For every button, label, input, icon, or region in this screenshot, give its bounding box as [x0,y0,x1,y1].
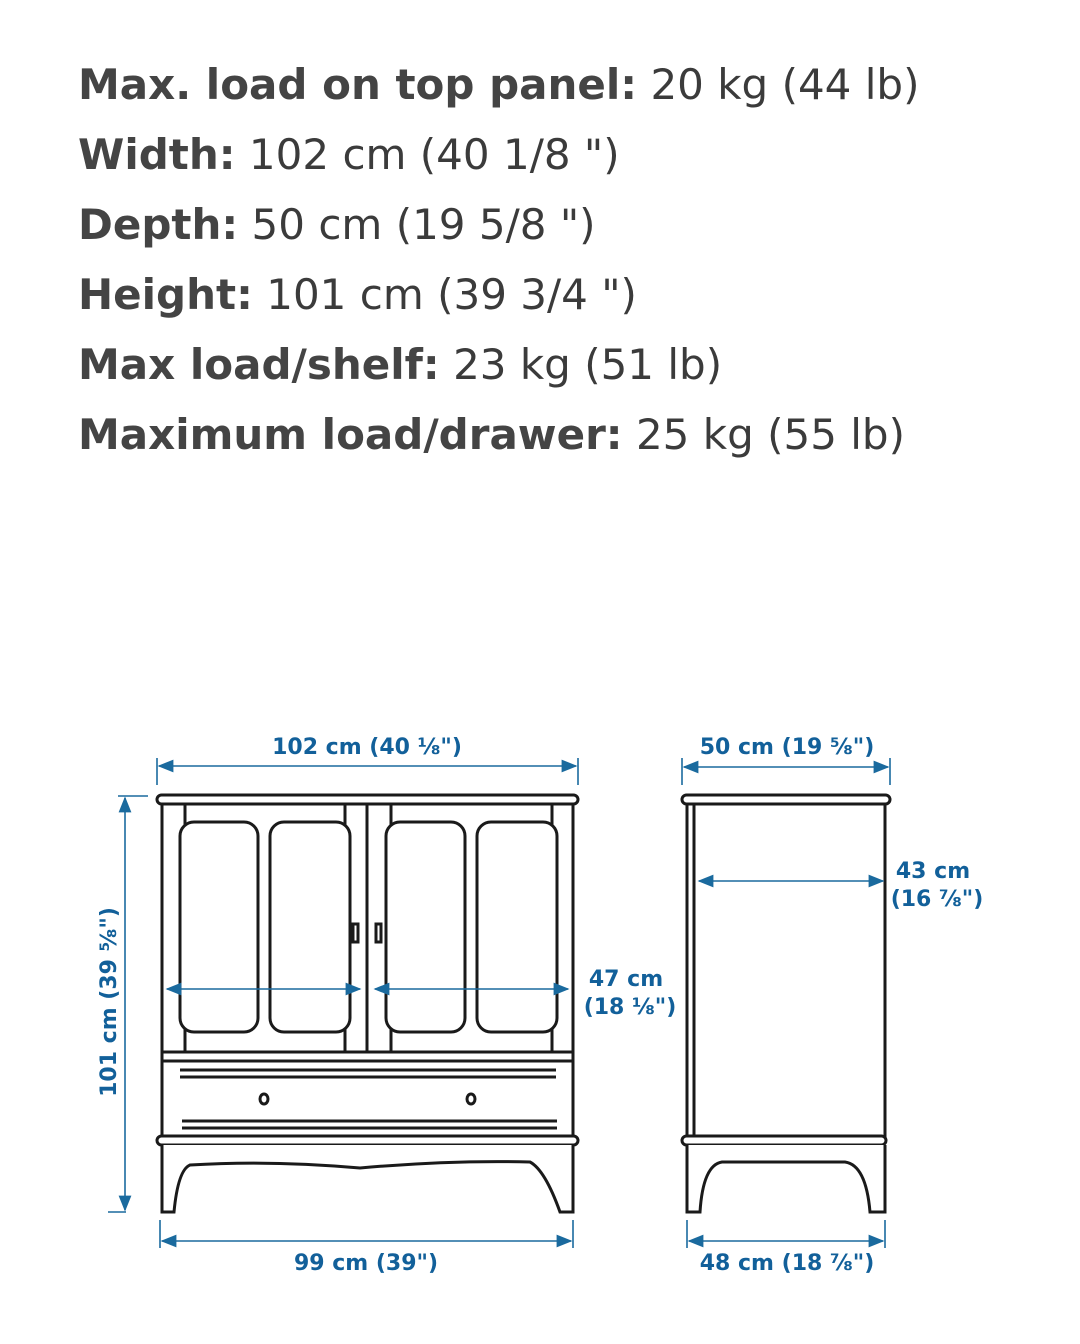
spec-label: Width: [78,130,236,179]
front-width-label: 102 cm (40 ⅛") [272,735,462,760]
spec-max-load-top: Max. load on top panel: 20 kg (44 lb) [78,50,919,120]
base-width-label: 99 cm (39") [294,1251,438,1276]
spec-width: Width: 102 cm (40 1/8 ") [78,120,919,190]
spec-label: Max. load on top panel: [78,60,638,109]
inner-width-label-imperial: (18 ⅛") [584,995,677,1020]
inner-depth-label-imperial: (16 ⅞") [891,887,984,912]
spec-value: 25 kg (55 lb) [635,410,905,459]
cabinet-front-view [155,793,580,1214]
spec-label: Depth: [78,200,239,249]
keyhole-icon [374,922,383,944]
spec-height: Height: 101 cm (39 3/4 ") [78,260,919,330]
spec-max-load-drawer: Maximum load/drawer: 25 kg (55 lb) [78,400,919,470]
spec-value: 20 kg (44 lb) [650,60,920,109]
spec-max-load-shelf: Max load/shelf: 23 kg (51 lb) [78,330,919,400]
base-depth-label: 48 cm (18 ⅞") [700,1251,875,1276]
spec-value: 101 cm (39 3/4 ") [266,270,637,319]
cabinet-side-view [680,793,892,1214]
depth-label: 50 cm (19 ⅝") [700,735,875,760]
inner-depth-label: 43 cm [896,859,970,884]
dimension-lines [108,758,891,1248]
spec-value: 23 kg (51 lb) [453,340,723,389]
spec-label: Maximum load/drawer: [78,410,623,459]
spec-value: 50 cm (19 5/8 ") [251,200,596,249]
spec-label: Max load/shelf: [78,340,440,389]
spec-label: Height: [78,270,253,319]
inner-width-label: 47 cm [589,967,663,992]
keyhole-icon [351,922,360,944]
product-specs: Max. load on top panel: 20 kg (44 lb) Wi… [78,50,919,470]
height-label: 101 cm (39 ⅝") [97,907,122,1097]
spec-value: 102 cm (40 1/8 ") [248,130,620,179]
spec-depth: Depth: 50 cm (19 5/8 ") [78,190,919,260]
drawer-knob-icon [258,1092,270,1106]
drawer-knob-icon [465,1092,477,1106]
